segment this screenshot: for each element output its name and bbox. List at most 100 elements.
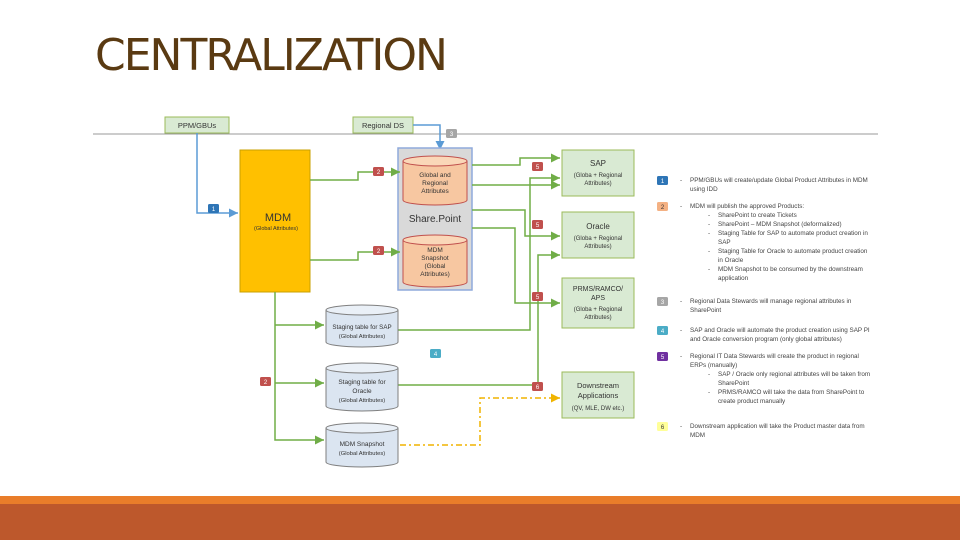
ppm-gbus-label: PPM/GBUs [178,121,217,130]
legend-text: using IDD [690,186,718,193]
arrow-sp-to-prms [472,227,560,308]
legend-badge-num: 3 [661,300,665,306]
legend-sub-text: create product manually [718,398,786,405]
footer-bar [0,504,960,540]
arrow-mdm-to-sp-snapshot [310,247,400,261]
sps-line-2: Snapshot [421,255,449,262]
sps-line-4: Attributes) [420,271,450,278]
mdm-snapshot-title: MDM Snapshot [340,441,385,448]
legend-text: Downstream application will take the Pro… [690,423,865,430]
legend-badge-num: 1 [661,179,665,185]
arrow-sp-to-oracle [472,209,560,241]
oracle-title: Oracle [586,222,610,231]
oracle-sub1: (Globa + Regional [574,236,623,242]
legend-dash: - [680,177,682,184]
legend-text: PPM/GBUs will create/update Global Produ… [690,177,868,184]
badge-4 [430,349,441,358]
legend-sub-dash: - [708,221,710,228]
page-title: CENTRALIZATION [95,30,448,81]
legend-badge-num: 5 [661,355,665,361]
legend-sub-text: SharePoint – MDM Snapshot (deformalized) [718,221,842,228]
gr-line-2: Regional [422,180,448,187]
badge-5c [532,292,543,301]
svg-text:6: 6 [536,385,540,391]
legend-sub-text: SAP / Oracle only regional attributes wi… [718,371,870,378]
svg-text:5: 5 [536,223,540,229]
legend-text: ERPs (manually) [690,362,737,369]
staging-sap-sub: (Global Attributes) [339,334,385,340]
downstream-sub: (QV, MLE, DW etc.) [572,406,624,412]
arrow-ppm-to-mdm [196,133,238,218]
legend-badge-num: 4 [661,329,665,335]
legend-sub-text: SharePoint to create Tickets [718,212,797,219]
staging-oracle-cylinder: Staging table for Oracle (Global Attribu… [325,362,399,412]
legend-text: SharePoint [690,307,721,314]
sps-line-3: (Global [425,263,447,270]
legend-text: Regional IT Data Stewards will create th… [690,353,859,360]
arrow-mdm-to-sp-global [310,167,400,181]
svg-text:2: 2 [264,380,268,386]
legend-badge-2 [657,202,668,211]
badge-6 [532,382,543,391]
legend-sub-dash: - [708,389,710,396]
arrow-mdm-to-snapshot [274,292,324,445]
svg-text:2: 2 [377,170,381,176]
prms-sub1: (Globa + Regional [574,307,623,313]
legend-sub-text: MDM Snapshot to be consumed by the downs… [718,266,863,273]
mdm-snapshot-sub: (Global Attributes) [339,451,385,457]
staging-oracle-title2: Oracle [352,388,372,395]
legend-badge-3 [657,297,668,306]
arrow-snapshot-to-downstream [400,393,560,446]
staging-sap-cylinder: Staging table for SAP (Global Attributes… [325,304,399,348]
svg-text:3: 3 [450,132,454,138]
legend-sub-dash: - [708,248,710,255]
gr-line-1: Global and [419,172,451,179]
legend-badge-num: 6 [661,425,665,431]
legend-badge-num: 2 [661,205,665,211]
badge-2c [260,377,271,386]
footer-accent-bar [0,496,960,504]
staging-oracle-sub: (Global Attributes) [339,398,385,404]
legend-badge-4 [657,326,668,335]
sap-sub1: (Globa + Regional [574,173,623,179]
arrow-staging-sap-to-sap [398,173,560,331]
legend-text: Regional Data Stewards will manage regio… [690,298,852,305]
badge-2a [373,167,384,176]
staging-oracle-title1: Staging table for [338,379,386,386]
badge-1 [208,204,219,213]
legend-sub-text: PRMS/RAMCO will take the data from Share… [718,389,865,396]
legend-text: and Oracle conversion program (only glob… [690,336,842,343]
legend-dash: - [680,353,682,360]
prms-box [561,277,635,329]
prms-sub2: Attributes) [584,315,611,321]
legend-badge-1 [657,176,668,185]
legend-sub-dash: - [708,212,710,219]
badge-5a [532,162,543,171]
arrow-staging-oracle-to-oracle [398,250,560,386]
legend-sub-text: application [718,275,749,282]
svg-text:4: 4 [434,352,438,358]
sap-box [561,149,635,197]
global-regional-cylinder: Global and Regional Attributes [402,155,468,206]
badge-2b [373,246,384,255]
legend-dash: - [680,423,682,430]
mdm-snapshot-cylinder: MDM Snapshot (Global Attributes) [325,422,399,468]
legend-text: MDM [690,432,705,439]
legend-sub-text: SAP [718,239,731,246]
legend-badge-5 [657,352,668,361]
staging-sap-title: Staging table for SAP [332,324,391,331]
sps-line-1: MDM [427,247,443,254]
legend-sub-text: Staging Table for Oracle to automate pro… [718,248,868,255]
downstream-title1: Downstream [577,381,619,390]
prms-title2: APS [591,295,605,302]
mdm-title: MDM [265,212,291,224]
badge-3 [446,129,457,138]
mdm-box [239,149,311,293]
downstream-title2: Applications [578,391,619,400]
svg-text:5: 5 [536,165,540,171]
legend-sub-text: in Oracle [718,257,744,264]
mdm-subtitle: (Global Attributes) [254,226,298,232]
sharepoint-label: Share.Point [409,214,461,225]
oracle-box [561,211,635,259]
legend-sub-dash: - [708,266,710,273]
